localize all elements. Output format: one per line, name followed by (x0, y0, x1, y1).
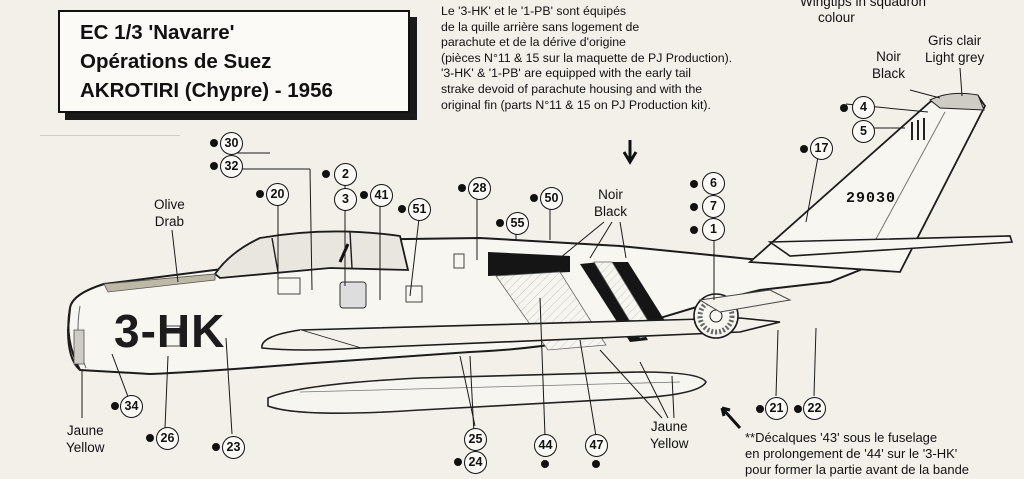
callout-25: 25 (464, 428, 487, 451)
callout-bullet (322, 170, 330, 178)
callout-bullet (756, 405, 764, 413)
label-noir-black-mid: Noir Black (594, 187, 628, 219)
tail-serial-number: 29030 (846, 190, 897, 207)
horizontal-stabilizer (767, 235, 1014, 257)
callout-bullet (454, 458, 462, 466)
callout-30: 30 (220, 132, 243, 155)
callout-2: 2 (334, 163, 357, 186)
callout-7: 7 (702, 195, 725, 218)
callout-bullet (496, 219, 504, 227)
title-location-year: AKROTIRI (Chypre) - 1956 (80, 79, 333, 102)
note-decal-43: **Décalques '43' sous le fuselage en pro… (745, 430, 970, 477)
callout-bullet (210, 162, 218, 170)
callout-bullet (541, 460, 549, 468)
callout-47: 47 (585, 434, 608, 457)
note-tail-strake: Le '3-HK' et le '1-PB' sont équipés de l… (441, 4, 733, 112)
callout-bullet (840, 104, 848, 112)
callout-bullet (111, 402, 119, 410)
callout-5: 5 (852, 120, 875, 143)
callout-bullet (212, 443, 220, 451)
callout-bullet (794, 405, 802, 413)
title-box: EC 1/3 'Navarre' Opérations de Suez AKRO… (58, 10, 410, 113)
callout-17: 17 (810, 137, 833, 160)
black-stripe-band (488, 252, 570, 276)
label-jaune-yellow-left: Jaune Yellow (66, 423, 105, 455)
callout-34: 34 (120, 395, 143, 418)
title-operation: Opérations de Suez (80, 50, 272, 73)
callout-bullet (690, 180, 698, 188)
callout-bullet (360, 191, 368, 199)
callout-50: 50 (540, 187, 563, 210)
callout-bullet (530, 194, 538, 202)
label-gris-clair: Gris clair Light grey (925, 33, 985, 65)
callout-1: 1 (702, 218, 725, 241)
note-wingtips: Wingtips in squadron colour (800, 0, 927, 25)
callout-bullet (690, 226, 698, 234)
bleed-through-texture (40, 135, 180, 150)
callout-23: 23 (222, 436, 245, 459)
callout-51: 51 (408, 198, 431, 221)
callout-55: 55 (506, 212, 529, 235)
callout-26: 26 (156, 427, 179, 450)
callout-3: 3 (334, 188, 357, 211)
callout-6: 6 (702, 172, 725, 195)
callout-bullet (690, 203, 698, 211)
label-olive-drab: Olive Drab (154, 197, 185, 229)
callout-44: 44 (534, 434, 557, 457)
callout-41: 41 (370, 184, 393, 207)
drop-tank (267, 371, 707, 414)
callout-bullet (146, 434, 154, 442)
callout-21: 21 (765, 397, 788, 420)
callout-bullet (458, 184, 466, 192)
leader-lines (81, 67, 963, 455)
callout-24: 24 (464, 451, 487, 474)
aircraft-code: 3-HK (114, 305, 226, 357)
callout-bullet (210, 139, 218, 147)
callout-4: 4 (852, 96, 875, 119)
callout-32: 32 (220, 155, 243, 178)
callout-bullet (800, 145, 808, 153)
callout-bullet (592, 460, 600, 468)
callout-bullet (398, 205, 406, 213)
label-jaune-yellow-right: Jaune Yellow (650, 419, 689, 451)
callout-22: 22 (803, 397, 826, 420)
title-unit: EC 1/3 'Navarre' (80, 21, 235, 44)
callout-bullet (256, 190, 264, 198)
callout-20: 20 (266, 183, 289, 206)
label-noir-black-tail: Noir Black (872, 49, 906, 81)
callout-28: 28 (468, 177, 491, 200)
